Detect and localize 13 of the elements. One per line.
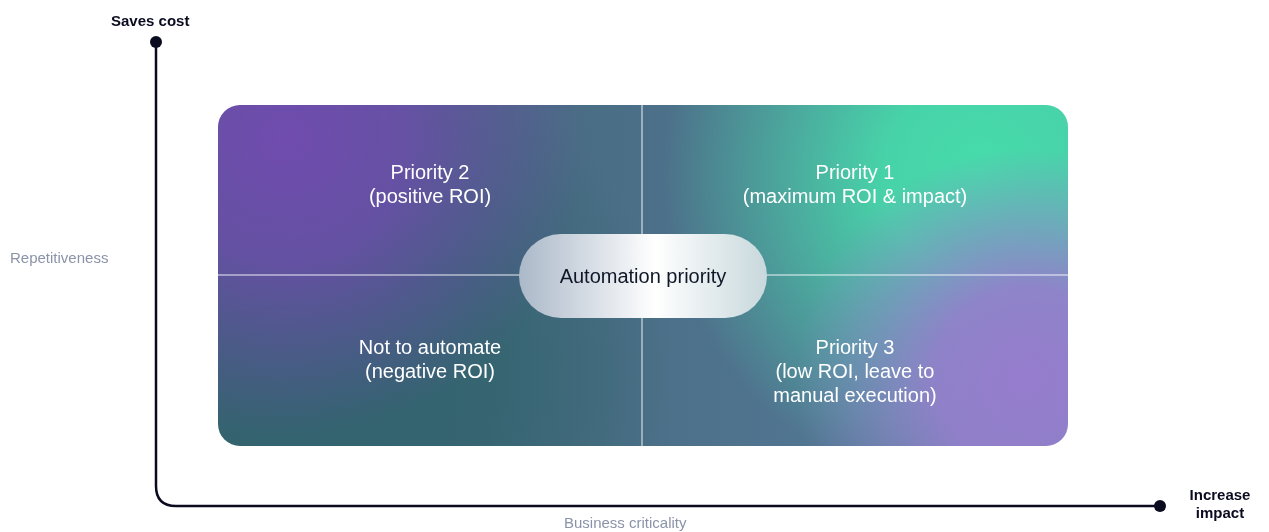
- quadrant-description: (maximum ROI & impact): [742, 184, 968, 208]
- quadrant-description: (negative ROI): [364, 359, 496, 383]
- axis-label: Repetitiveness: [10, 249, 109, 266]
- axis-label: Business criticality: [564, 514, 687, 531]
- quadrant-title: Not to automate: [358, 335, 502, 359]
- quadrant-description: (low ROI, leave to manual execution): [772, 359, 938, 407]
- quadrant-title: Priority 1: [815, 160, 895, 184]
- axis-title: Saves cost: [111, 12, 190, 29]
- quadrant-title: Priority 3: [815, 335, 895, 359]
- center-pill: Automation priority: [519, 234, 767, 318]
- quadrant-description: (positive ROI): [368, 184, 492, 208]
- quadrant-title: Priority 2: [390, 160, 470, 184]
- axis-title: Increase impact: [1188, 486, 1252, 522]
